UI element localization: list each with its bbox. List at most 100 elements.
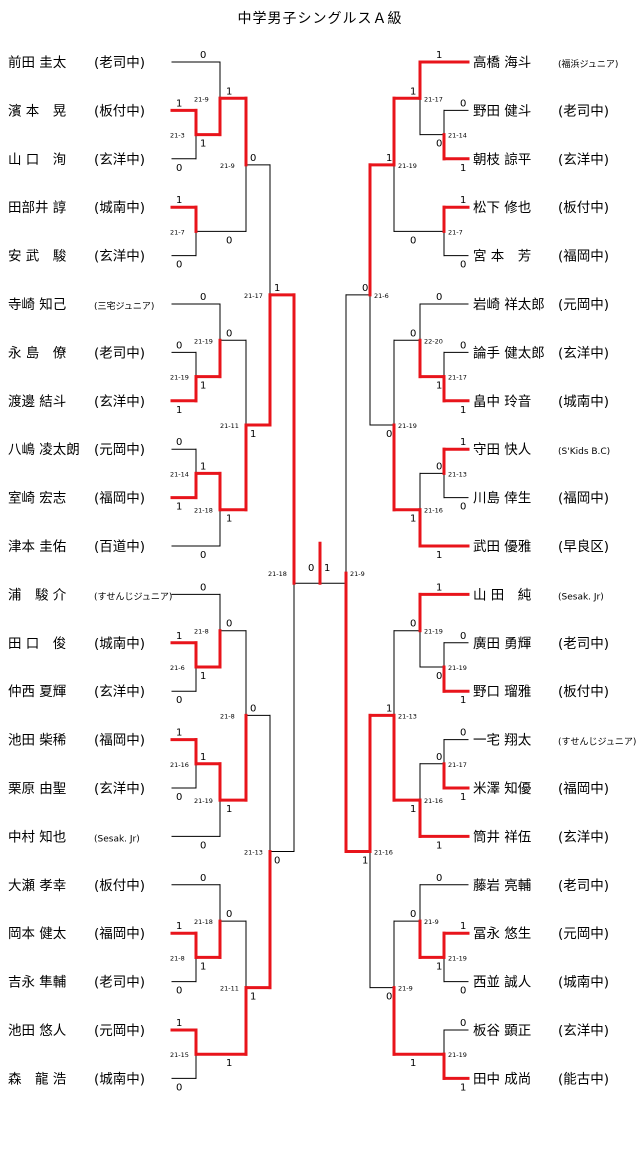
- player-name-left: 室崎 宏志: [8, 490, 66, 507]
- player-name-right: 野口 瑠雅: [473, 684, 531, 700]
- loss-mark: 0: [386, 429, 392, 440]
- loss-mark: 0: [460, 1018, 466, 1029]
- loss-mark: 0: [176, 163, 182, 174]
- match-score: 21-8: [194, 628, 209, 636]
- player-team-left: (城南中): [94, 636, 145, 652]
- match-score: 21-13: [244, 849, 263, 857]
- loss-mark: 0: [460, 502, 466, 513]
- win-mark: 1: [226, 1058, 232, 1069]
- match-score: 21-19: [194, 337, 213, 345]
- player-name-right: 冨永 悠生: [473, 926, 531, 942]
- player-team-right: (福岡中): [558, 781, 609, 797]
- player-team-left: (元岡中): [94, 1023, 145, 1039]
- loss-mark: 0: [460, 260, 466, 271]
- win-mark: 1: [410, 1058, 416, 1069]
- loss-mark: 0: [200, 873, 206, 884]
- player-team-left: (元岡中): [94, 442, 145, 458]
- player-team-left: (Sesak. Jr): [94, 834, 140, 844]
- loss-mark: 0: [200, 840, 206, 851]
- loss-mark: 0: [436, 292, 442, 303]
- player-name-right: 守田 快人: [473, 442, 532, 458]
- loss-mark: 0: [250, 153, 256, 164]
- loss-mark: 0: [460, 98, 466, 109]
- player-name-right: 畠中 玲音: [473, 393, 531, 410]
- player-team-right: (城南中): [558, 394, 609, 410]
- player-name-right: 米澤 知優: [473, 780, 532, 797]
- player-team-right: (福岡中): [558, 249, 609, 265]
- player-team-right: (板付中): [558, 200, 609, 216]
- loss-mark: 0: [176, 986, 182, 997]
- loss-mark: 0: [200, 50, 206, 61]
- win-mark: 1: [460, 163, 466, 174]
- loss-mark: 0: [460, 728, 466, 739]
- match-score: 21-13: [448, 470, 467, 478]
- page-title: 中学男子シングルスＡ級: [237, 11, 403, 27]
- match-score: 21-19: [170, 374, 189, 382]
- player-name-right: 朝枝 諒平: [473, 152, 531, 168]
- loss-mark: 0: [436, 461, 442, 472]
- player-team-left: (玄洋中): [94, 683, 145, 700]
- match-score: 21-18: [194, 918, 213, 926]
- player-name-left: 田 口 俊: [8, 636, 66, 652]
- loss-mark: 0: [176, 437, 182, 448]
- player-team-right: (元岡中): [558, 297, 609, 313]
- win-mark: 1: [460, 1082, 466, 1093]
- win-mark: 1: [176, 631, 182, 642]
- win-mark: 1: [250, 429, 256, 440]
- player-team-left: (板付中): [94, 103, 145, 119]
- loss-mark: 0: [176, 695, 182, 706]
- match-score: 21-9: [424, 918, 439, 926]
- player-name-right: 松下 修也: [473, 200, 531, 216]
- player-name-right: 藤岩 亮輔: [473, 877, 531, 894]
- player-team-left: (玄洋中): [94, 248, 145, 265]
- match-score: 21-8: [220, 712, 235, 720]
- player-name-left: 渡邊 結斗: [8, 394, 66, 410]
- loss-mark: 0: [362, 283, 368, 294]
- win-mark: 1: [436, 381, 442, 392]
- player-team-left: (城南中): [94, 200, 145, 216]
- player-team-left: (玄洋中): [94, 151, 145, 168]
- loss-mark: 0: [200, 292, 206, 303]
- loss-mark: 0: [410, 235, 416, 246]
- win-mark: 1: [362, 856, 368, 867]
- player-team-right: (板付中): [558, 684, 609, 700]
- match-score: 22-20: [424, 337, 443, 345]
- loss-mark: 0: [436, 671, 442, 682]
- loser-lines: [171, 61, 469, 1079]
- loss-mark: 0: [410, 909, 416, 920]
- loss-mark: 0: [460, 986, 466, 997]
- player-team-right: (S'Kids B.C): [558, 447, 610, 457]
- match-score: 21-19: [448, 1051, 467, 1059]
- player-team-left: (玄洋中): [94, 393, 145, 410]
- match-score: 21-16: [374, 849, 393, 857]
- final-win-mark: 1: [324, 563, 330, 574]
- win-mark: 1: [436, 961, 442, 972]
- match-score: 21-14: [448, 132, 467, 140]
- match-score: 21-3: [170, 132, 185, 140]
- win-mark: 1: [460, 437, 466, 448]
- player-team-left: (老司中): [94, 55, 145, 71]
- match-score: 21-7: [448, 228, 463, 236]
- player-name-right: 川島 倖生: [473, 491, 531, 507]
- loss-mark: 0: [436, 752, 442, 763]
- player-name-left: 吉永 隼輔: [8, 975, 66, 991]
- win-mark: 1: [460, 921, 466, 932]
- player-team-right: (老司中): [558, 878, 609, 894]
- match-score: 21-19: [448, 664, 467, 672]
- match-score: 21-19: [448, 954, 467, 962]
- loss-mark: 0: [200, 582, 206, 593]
- loss-mark: 0: [176, 1082, 182, 1093]
- match-score: 21-17: [448, 374, 467, 382]
- loss-mark: 0: [226, 235, 232, 246]
- win-mark: 1: [200, 461, 206, 472]
- player-team-left: (福岡中): [94, 926, 145, 942]
- match-score: 21-6: [170, 664, 185, 672]
- player-team-right: (玄洋中): [558, 1022, 609, 1039]
- player-team-left: (すせんじジュニア): [94, 591, 172, 602]
- player-name-left: 濱 本 晃: [8, 103, 66, 119]
- player-name-right: 筒井 祥伍: [473, 828, 531, 845]
- win-mark: 1: [386, 703, 392, 714]
- player-team-right: (Sesak. Jr): [558, 592, 604, 602]
- match-score: 21-18: [194, 507, 213, 515]
- player-name-right: 山 田 純: [473, 587, 532, 603]
